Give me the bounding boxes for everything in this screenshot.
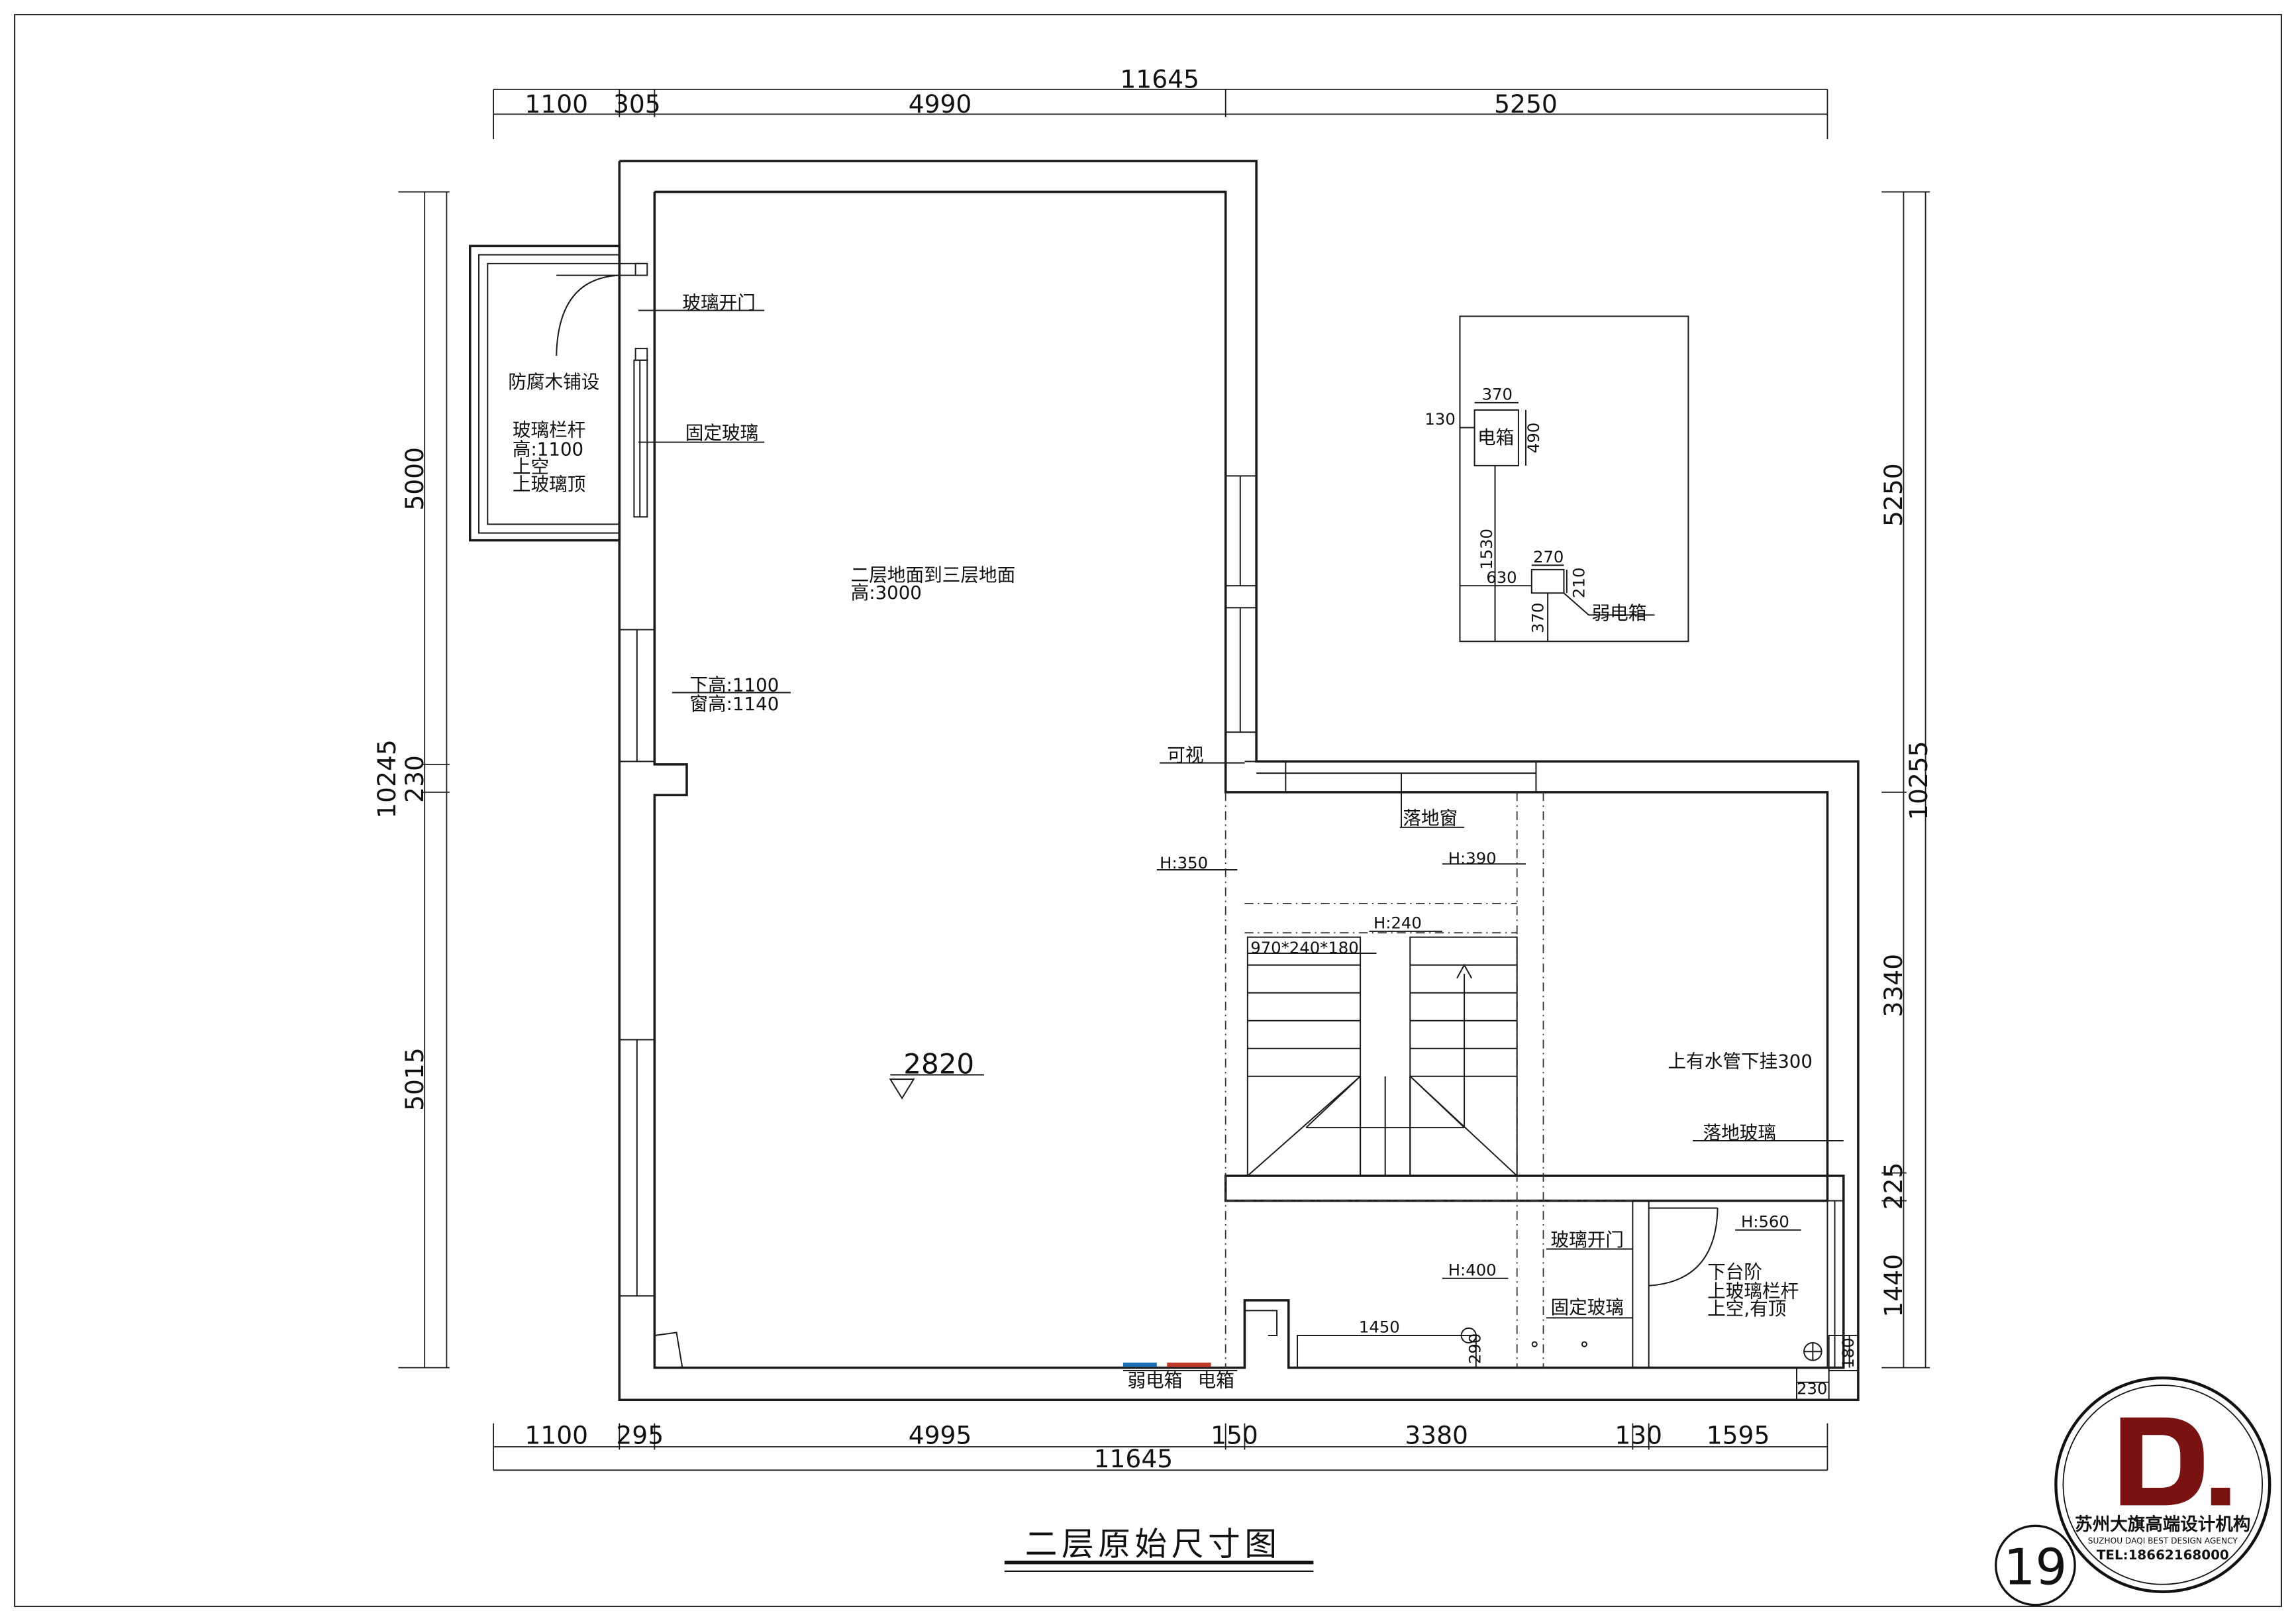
right-dim-2: 3340	[1879, 954, 1908, 1018]
h350-label: H:350	[1160, 853, 1208, 872]
right-windows	[1224, 475, 1258, 733]
top-dim-4: 5250	[1494, 89, 1558, 119]
detail-dim-370: 370	[1482, 384, 1513, 403]
balcony-open-label: 上空	[513, 456, 549, 478]
dim-230-label: 230	[1797, 1379, 1827, 1398]
bottom-dim-7: 1595	[1707, 1421, 1770, 1450]
bottom-dimensions: 1100 295 4995 150 3380 130 1595 11645	[493, 1421, 1828, 1473]
detail-dim-270: 270	[1533, 547, 1564, 566]
bottom-total-dim: 11645	[1094, 1444, 1173, 1473]
top-total-dim: 11645	[1120, 65, 1199, 94]
right-total-dim: 10255	[1904, 741, 1933, 820]
elec-box-label: 电箱	[1198, 1369, 1234, 1391]
step-down-rail-label: 上玻璃栏杆	[1707, 1280, 1799, 1302]
logo-company: 苏州大旗高端设计机构	[2075, 1514, 2250, 1535]
leader-lines	[638, 309, 1850, 1383]
annotations: 玻璃开门 固定玻璃 防腐木铺设 玻璃栏杆 高:1100 上空 上玻璃顶 二层地面…	[508, 291, 1858, 1398]
floor-height-value: 高:3000	[851, 582, 922, 603]
exterior-walls	[618, 160, 1860, 1401]
page-number-badge: 19	[1995, 1524, 2076, 1606]
detail-dim-210: 210	[1569, 568, 1588, 598]
floor-elevation-label: 2820	[903, 1047, 974, 1080]
detail-elec-box-label: 电箱	[1477, 427, 1514, 448]
top-dimensions: 11645 1100 305 4990 5250	[493, 65, 1828, 139]
left-dim-1: 5000	[400, 447, 429, 511]
detail-weak-box-label: 弱电箱	[1591, 602, 1646, 624]
left-dim-3: 5015	[400, 1047, 429, 1111]
detail-dim-130: 130	[1424, 409, 1455, 429]
balcony-rail-height-label: 高:1100	[513, 438, 583, 460]
h390-label: H:390	[1448, 849, 1497, 868]
left-total-dim: 10245	[372, 739, 401, 819]
floor-height-label: 二层地面到三层地面	[851, 564, 1016, 586]
weak-box-label: 弱电箱	[1128, 1369, 1183, 1391]
right-dimensions: 5250 3340 225 1440 10255	[1879, 191, 1933, 1369]
dim-290-label: 290	[1465, 1333, 1484, 1364]
balcony-rail-label: 玻璃栏杆	[513, 419, 586, 441]
dim-180-label: 180	[1838, 1337, 1858, 1368]
glass-door-bottom-label: 玻璃开门	[1551, 1229, 1624, 1251]
page-title: 二层原始尺寸图	[1025, 1526, 1281, 1563]
detail-dim-490: 490	[1524, 423, 1543, 453]
drawing-title: 二层原始尺寸图	[1004, 1526, 1314, 1572]
top-dim-3: 4990	[909, 89, 972, 119]
fixed-glass-bottom-label: 固定玻璃	[1551, 1296, 1624, 1318]
water-pipe-label: 上有水管下挂300	[1668, 1050, 1813, 1072]
logo-mark	[2120, 1417, 2204, 1506]
electrical-detail: 370 130 电箱 490 1530 270 630 210 370 弱电箱	[1424, 315, 1689, 643]
bottom-dim-6: 130	[1615, 1421, 1662, 1450]
step-size-label: 970*240*180	[1250, 938, 1358, 957]
visible-label: 可视	[1167, 744, 1203, 766]
entry-area	[1244, 1200, 1859, 1401]
detail-dim-630: 630	[1486, 568, 1517, 587]
top-dim-1: 1100	[524, 89, 588, 119]
dim-1450-label: 1450	[1359, 1318, 1400, 1337]
right-dim-1: 5250	[1879, 463, 1908, 527]
window-height-label: 窗高:1140	[689, 693, 779, 715]
sill-height-label: 下高:1100	[689, 674, 779, 696]
bottom-dim-4: 150	[1211, 1421, 1258, 1450]
balcony	[468, 244, 648, 542]
left-windows	[619, 629, 683, 1368]
balcony-wood-label: 防腐木铺设	[508, 371, 599, 393]
step-down-label: 下台阶	[1707, 1261, 1762, 1283]
company-logo: 苏州大旗高端设计机构 SUZHOU DAQI BEST DESIGN AGENC…	[2054, 1376, 2271, 1594]
staircase	[1224, 792, 1633, 1368]
h400-label: H:400	[1448, 1260, 1497, 1279]
page-number: 19	[2004, 1538, 2068, 1596]
left-dim-2: 230	[400, 755, 429, 803]
floor-glass-label: 落地玻璃	[1703, 1122, 1777, 1144]
right-dim-3: 225	[1879, 1163, 1908, 1210]
detail-dim-1530: 1530	[1477, 529, 1496, 570]
logo-english: SUZHOU DAQI BEST DESIGN AGENCY	[2088, 1536, 2238, 1545]
bottom-dim-5: 3380	[1405, 1421, 1468, 1450]
left-dimensions: 5000 230 5015 10245	[372, 191, 450, 1369]
right-dim-4: 1440	[1879, 1254, 1908, 1318]
french-window-label: 落地窗	[1403, 808, 1458, 829]
h240-label: H:240	[1373, 913, 1422, 932]
step-down-roof-label: 上空,有顶	[1707, 1298, 1786, 1320]
balcony-roof-label: 上玻璃顶	[513, 474, 586, 496]
bottom-dim-1: 1100	[524, 1421, 588, 1450]
logo-tel: TEL:18662168000	[2097, 1547, 2229, 1563]
h560-label: H:560	[1741, 1212, 1789, 1231]
top-dim-2: 305	[613, 89, 661, 119]
sheet-frame	[14, 14, 2282, 1607]
detail-dim-370b: 370	[1528, 603, 1547, 633]
glass-door-top-label: 玻璃开门	[682, 291, 756, 313]
bottom-dim-2: 295	[616, 1421, 664, 1450]
logo-mark-dot	[2211, 1487, 2230, 1506]
bottom-dim-3: 4995	[909, 1421, 972, 1450]
fixed-glass-top-label: 固定玻璃	[685, 422, 759, 444]
